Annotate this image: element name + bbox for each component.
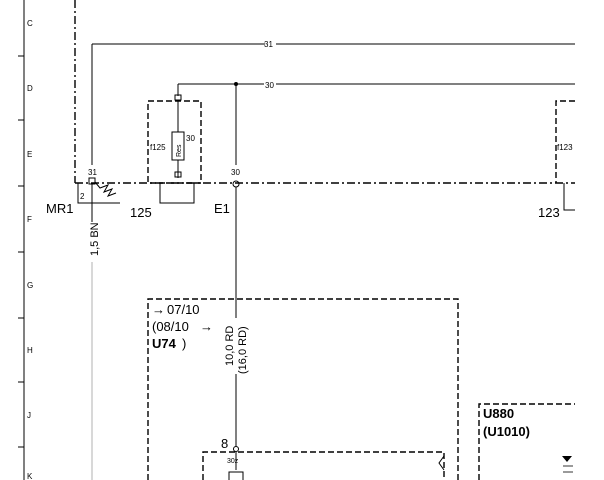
fuse-f125-label: f125 [150, 143, 166, 152]
row-label-e: E [27, 150, 32, 159]
wire-30: 30 30 [177, 81, 575, 177]
u74-code: U74 [152, 336, 177, 351]
connector-125-label: 125 [130, 205, 152, 220]
mr1-pin-label: 2 [80, 192, 85, 201]
wire-30-label: 30 [265, 81, 274, 90]
row-label-k: K [27, 472, 33, 480]
ground-mr1: 2 MR1 1,5 BN [46, 177, 120, 480]
u880-line1: U880 [483, 406, 514, 421]
u880-marker-icon [562, 456, 572, 462]
u74-box: → 07/10 (08/10 → U74 ) [147, 298, 459, 480]
pin-30-label: 30 [231, 168, 240, 177]
wire-31-label: 31 [264, 40, 273, 49]
resistor-label: Res [176, 144, 183, 157]
wire-rd-label: 10,0 RD [224, 326, 236, 366]
svg-text:→: → [200, 319, 213, 334]
u880-line2: (U1010) [483, 424, 530, 439]
pin-8-terminal [233, 446, 239, 452]
mr1-label: MR1 [46, 201, 73, 216]
connector-125: 125 [130, 183, 195, 220]
svg-text:→: → [152, 302, 165, 317]
fuse-f125: Res f125 30 [147, 94, 202, 184]
row-label-c: C [27, 19, 33, 28]
pin-30z-label: 30z [227, 458, 239, 465]
row-label-g: G [27, 281, 33, 290]
u880-box: U880 (U1010) [478, 403, 575, 480]
u74-line2: (08/10 [152, 319, 189, 334]
fuse-f123-label: f123 [557, 143, 573, 152]
fuse-f123: f123 123 [538, 100, 575, 220]
row-label-d: D [27, 84, 33, 93]
e1-terminal [232, 180, 240, 188]
main-enclosure [74, 0, 575, 184]
connector-123-label: 123 [538, 205, 560, 220]
u74-line1: 07/10 [167, 302, 200, 317]
u74-close: ) [182, 336, 186, 351]
wire-rd-alt-label: (16,0 RD) [237, 326, 249, 374]
connector-e1: E1 10,0 RD (16,0 RD) 8 30z [214, 180, 249, 480]
row-label-f: F [27, 215, 32, 224]
row-label-h: H [27, 346, 33, 355]
pin-31-label: 31 [88, 168, 97, 177]
wire-bn-label: 1,5 BN [89, 222, 101, 256]
wire-31: 31 31 [88, 40, 575, 177]
resistor-pin-label: 30 [186, 134, 195, 143]
ground-symbol [94, 181, 117, 197]
row-label-j: J [27, 411, 31, 420]
pin-8-label: 8 [221, 436, 228, 451]
e1-label: E1 [214, 201, 230, 216]
row-ruler: C D E F G H J K [18, 0, 33, 480]
